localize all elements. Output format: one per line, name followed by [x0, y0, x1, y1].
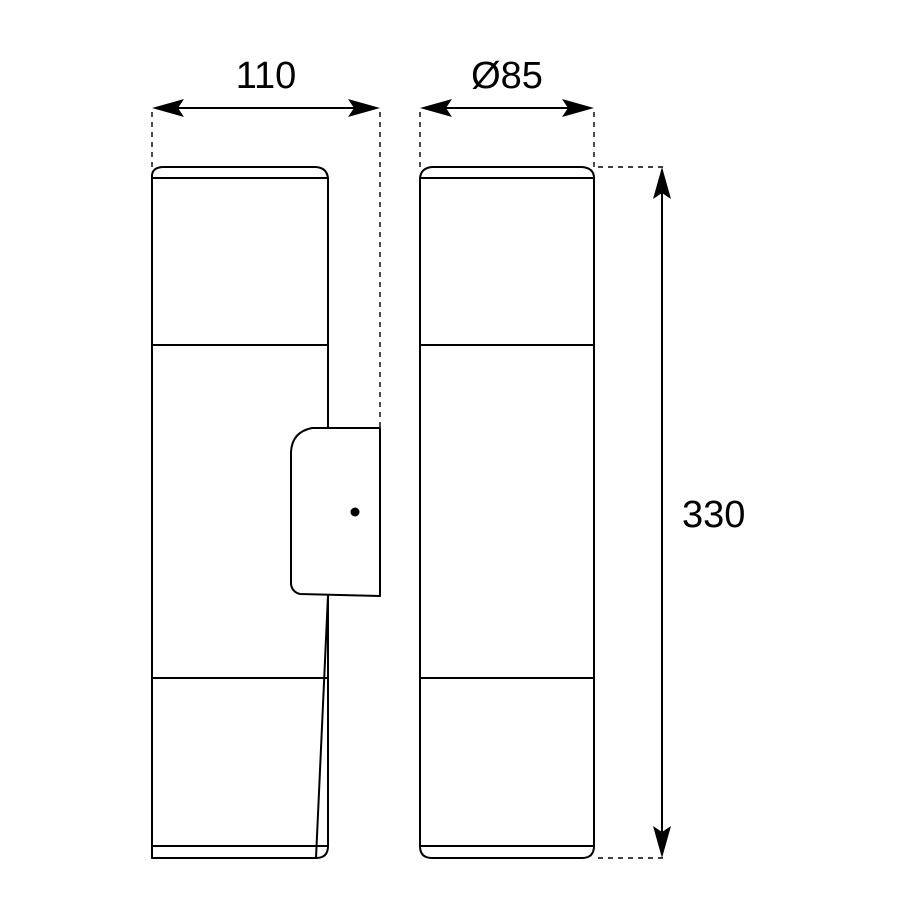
height-label: 330	[682, 494, 745, 536]
width-arrow-left	[152, 99, 184, 117]
diameter-label: Ø85	[471, 55, 543, 97]
diameter-arrow-right	[562, 99, 594, 117]
width-dimension: 110	[151, 55, 381, 428]
height-arrow-top	[653, 167, 671, 199]
front-view-body-outline	[419, 166, 595, 859]
diameter-arrow-left	[420, 99, 452, 117]
height-dimension: 330	[598, 166, 745, 859]
height-arrow-bottom	[653, 826, 671, 858]
width-label: 110	[236, 55, 297, 97]
front-view	[419, 166, 595, 859]
side-view	[151, 166, 381, 859]
side-view-body-outline	[151, 166, 329, 859]
width-arrow-right	[348, 99, 380, 117]
bracket-screw-dot	[350, 507, 360, 517]
wall-bracket	[290, 427, 381, 597]
diameter-dimension: Ø85	[419, 55, 595, 167]
